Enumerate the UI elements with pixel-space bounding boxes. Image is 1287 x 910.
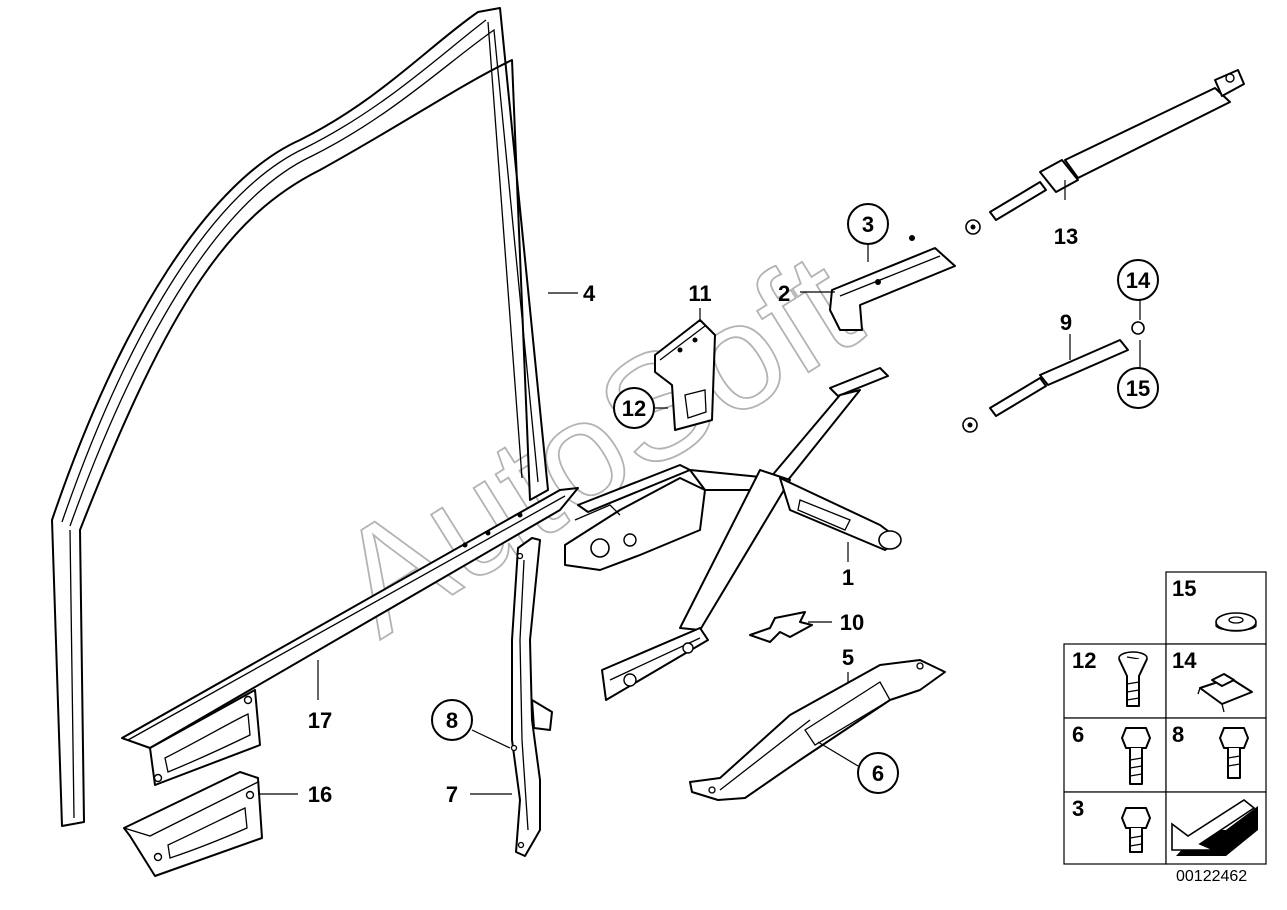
window-regulator-part — [564, 367, 902, 701]
legend-label-12: 12 — [1072, 648, 1096, 673]
legend-label-8: 8 — [1172, 722, 1184, 747]
callout-2: 2 — [778, 281, 790, 306]
legend-label-15: 15 — [1172, 576, 1196, 601]
legend-cell-3 — [1063, 791, 1167, 865]
legend-label-6: 6 — [1072, 722, 1084, 747]
clip-nut-icon — [1197, 673, 1253, 713]
countersunk-screw-icon — [1118, 651, 1148, 707]
legend-label-14: 14 — [1172, 648, 1197, 673]
angle-bracket-part — [829, 235, 956, 331]
guide-rail-part — [510, 537, 553, 857]
callout-8-circle — [431, 699, 473, 741]
rail-bracket-part — [123, 771, 263, 877]
callout-16: 16 — [308, 782, 332, 807]
washer-icon — [1215, 612, 1257, 632]
callout-14-circle — [1117, 259, 1159, 301]
callout-14: 14 — [1126, 268, 1151, 293]
gas-strut-short-part — [962, 321, 1145, 433]
callout-6: 6 — [872, 761, 884, 786]
callout-10: 10 — [840, 610, 864, 635]
legend-cell-12 — [1063, 643, 1167, 719]
mounting-plate-part — [654, 319, 716, 431]
callout-12-circle — [613, 387, 655, 429]
legend-cell-6 — [1063, 717, 1167, 793]
spring-clip-part — [749, 611, 813, 643]
hex-bolt-long-icon — [1121, 727, 1151, 785]
callout-4: 4 — [583, 281, 596, 306]
direction-arrow-icon — [1171, 799, 1258, 856]
callouts: 4 2 3 11 12 13 9 14 15 1 10 5 6 8 7 16 1… — [308, 203, 1159, 807]
hardware-legend: 15 12 14 6 — [1063, 571, 1267, 865]
callout-3-circle — [847, 203, 889, 245]
lower-bracket-part — [689, 659, 946, 801]
reference-number: 00122462 — [1176, 868, 1248, 885]
callout-13: 13 — [1054, 224, 1078, 249]
callout-6-circle — [857, 752, 899, 794]
hex-bolt-stub-icon — [1121, 807, 1151, 853]
callout-17: 17 — [308, 708, 332, 733]
door-rail-part — [121, 487, 579, 786]
callout-7: 7 — [446, 782, 458, 807]
hex-bolt-short-icon — [1219, 727, 1249, 779]
gas-strut-long-part — [965, 69, 1245, 235]
callout-3: 3 — [862, 212, 874, 237]
leader-lines — [260, 180, 1141, 795]
callout-12: 12 — [622, 396, 646, 421]
callout-8: 8 — [446, 708, 458, 733]
legend-label-3: 3 — [1072, 796, 1084, 821]
callout-15: 15 — [1126, 376, 1150, 401]
callout-1: 1 — [842, 565, 854, 590]
callout-15-circle — [1117, 367, 1159, 409]
callout-9: 9 — [1060, 310, 1072, 335]
window-frame-channel-part — [51, 7, 549, 827]
callout-5: 5 — [842, 645, 854, 670]
callout-11: 11 — [688, 281, 711, 306]
